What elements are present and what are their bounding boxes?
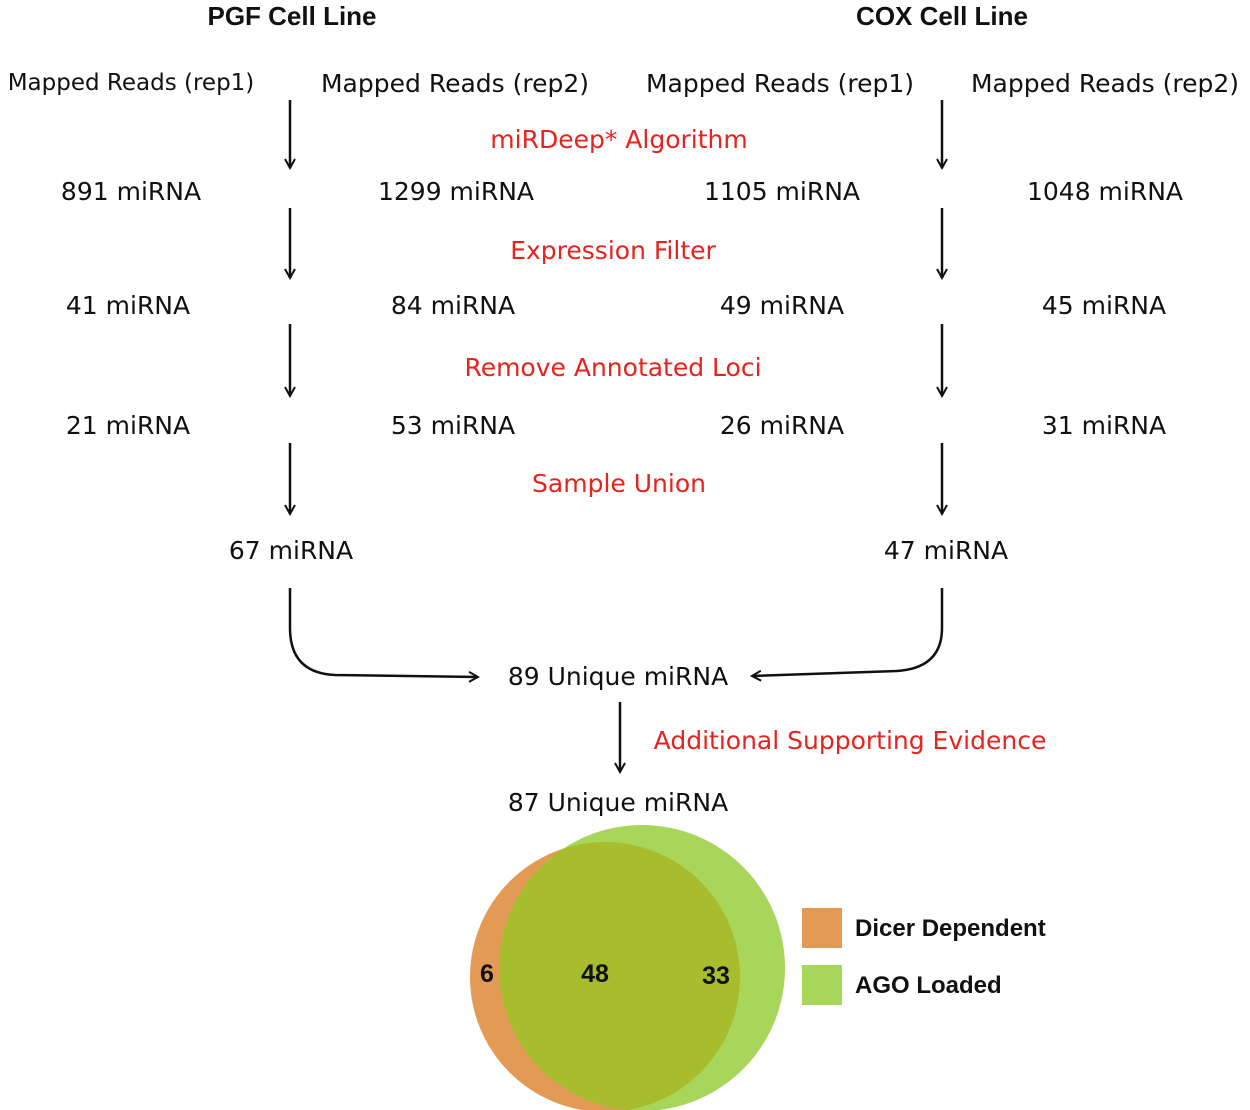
pgf-header: PGF Cell Line [207,1,377,31]
count-cox-rep2-r3: 31 miRNA [1041,411,1167,440]
cox-rep2-input: Mapped Reads (rep2) [970,69,1240,98]
count-pgf-rep1-r3: 21 miRNA [65,411,191,440]
count-cox-union: 47 miRNA [883,536,1009,565]
count-cox-rep2-r2: 45 miRNA [1041,291,1167,320]
cox-rep1-input: Mapped Reads (rep1) [645,69,915,98]
arrow-cox-merge [752,588,944,676]
count-cox-rep2-r1: 1048 miRNA [1026,177,1184,206]
arrow-pgf-merge [288,588,478,677]
step-mirdeep: miRDeep* Algorithm [490,125,748,154]
step-expression-filter: Expression Filter [510,236,716,265]
legend-swatch-ago [802,965,842,1005]
legend-label-dicer: Dicer Dependent [855,915,1046,942]
count-pgf-rep1-r2: 41 miRNA [65,291,191,320]
legend-label-ago: AGO Loaded [855,972,1002,999]
count-cox-rep1-r3: 26 miRNA [719,411,845,440]
count-unique-89: 89 Unique miRNA [507,662,729,691]
step-supporting-evidence: Additional Supporting Evidence [653,726,1047,755]
count-pgf-rep2-r3: 53 miRNA [390,411,516,440]
legend-swatch-dicer [802,908,842,948]
count-pgf-union: 67 miRNA [228,536,354,565]
step-remove-loci: Remove Annotated Loci [464,353,762,382]
count-pgf-rep2-r2: 84 miRNA [390,291,516,320]
cox-header: COX Cell Line [856,1,1028,31]
count-pgf-rep2-r1: 1299 miRNA [377,177,535,206]
venn-dicer-only-count: 6 [480,960,494,988]
venn-overlap-count: 48 [581,960,609,988]
pgf-rep1-input: Mapped Reads (rep1) [7,70,255,96]
count-pgf-rep1-r1: 891 miRNA [60,177,202,206]
step-sample-union: Sample Union [532,469,706,498]
count-cox-rep1-r2: 49 miRNA [719,291,845,320]
venn-ago-only-count: 33 [702,962,730,990]
count-unique-87: 87 Unique miRNA [507,788,729,817]
count-cox-rep1-r1: 1105 miRNA [703,177,861,206]
pgf-rep2-input: Mapped Reads (rep2) [320,69,590,98]
